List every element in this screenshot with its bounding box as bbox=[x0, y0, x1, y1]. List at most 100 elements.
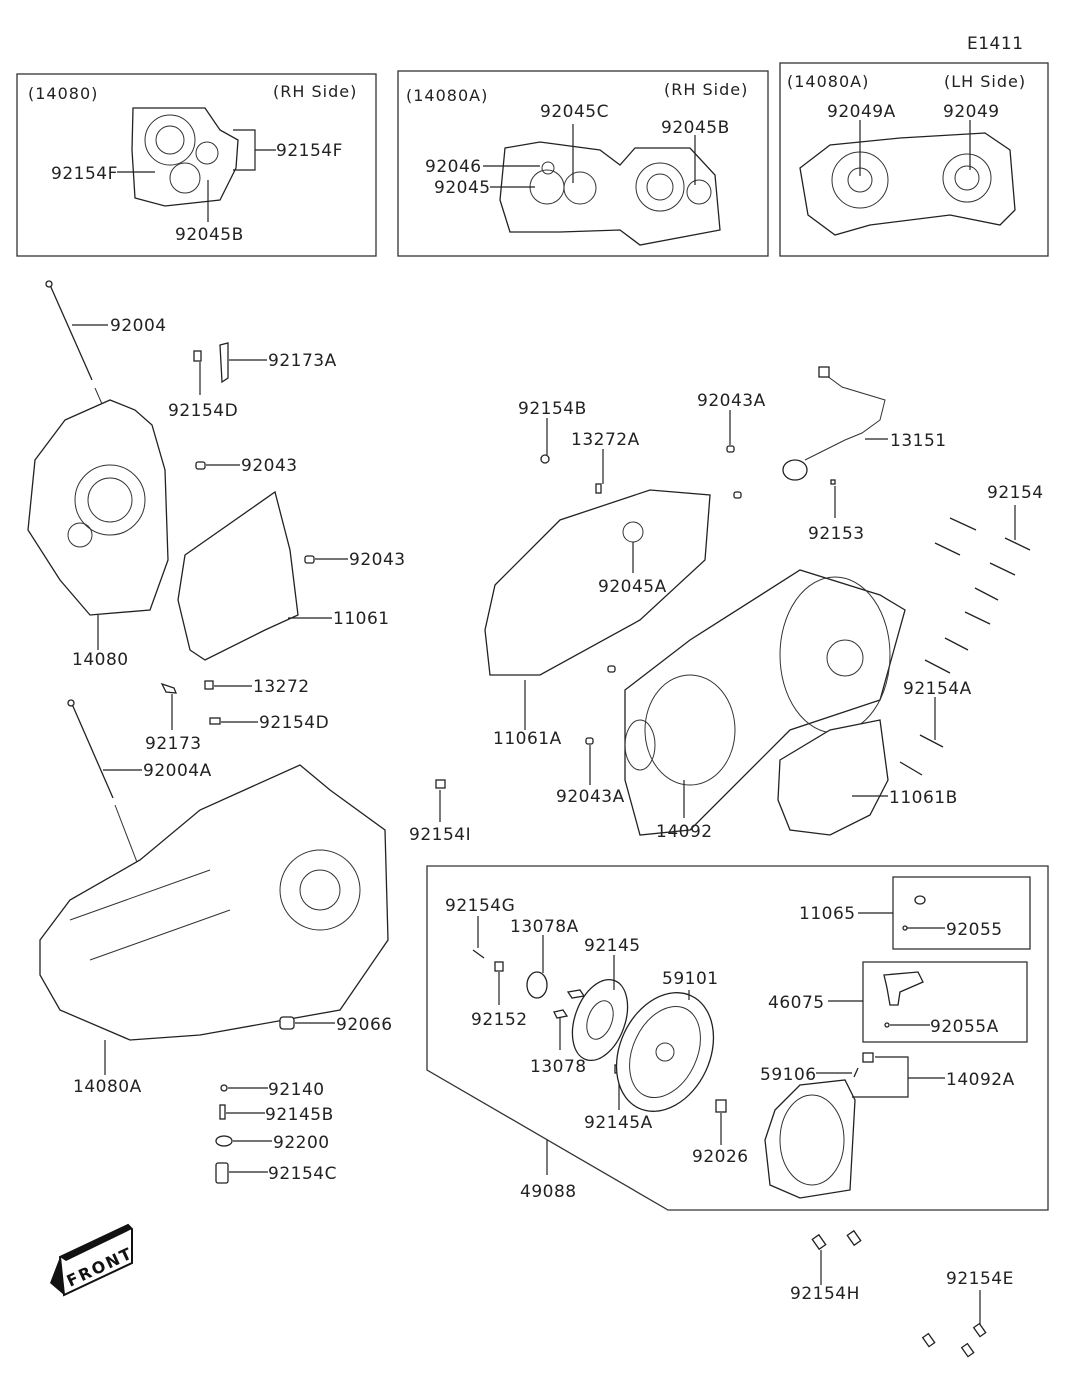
inset-frame bbox=[397, 70, 769, 257]
bolt-13272 bbox=[204, 680, 214, 690]
label-92055: 92055 bbox=[946, 920, 1003, 940]
label-92173: 92173 bbox=[145, 734, 202, 754]
label-11061: 11061 bbox=[333, 609, 390, 629]
label-92154F-right: 92154F bbox=[276, 141, 343, 161]
screw-92153 bbox=[830, 479, 836, 485]
inset-14080A-lh: (14080A) (LH Side) 92049A 92049 bbox=[779, 62, 1049, 257]
diagram-code: E1411 bbox=[967, 34, 1024, 54]
clip-92154B bbox=[540, 454, 550, 464]
washer-92200 bbox=[215, 1135, 233, 1147]
nut-92026 bbox=[715, 1099, 727, 1113]
label-13272: 13272 bbox=[253, 677, 310, 697]
pin-92154G bbox=[472, 949, 485, 959]
label-92154F-left: 92154F bbox=[51, 164, 118, 184]
label-92145: 92145 bbox=[584, 936, 641, 956]
pawl-13078 bbox=[553, 1009, 569, 1019]
handle-46075 bbox=[883, 971, 924, 1006]
label-92145A: 92145A bbox=[584, 1113, 653, 1133]
pin-92043A-bottom bbox=[585, 737, 594, 745]
label-92043A-bottom: 92043A bbox=[556, 787, 625, 807]
label-92152: 92152 bbox=[471, 1010, 528, 1030]
inset-frame bbox=[16, 73, 377, 257]
sensor-cable-13151 bbox=[804, 372, 886, 461]
label-92045B: 92045B bbox=[175, 225, 244, 245]
label-92154B: 92154B bbox=[518, 399, 587, 419]
inset-14080A-rh: (14080A) (RH Side) 92045C 92045B 92046 9… bbox=[397, 70, 769, 257]
inset-frame bbox=[779, 62, 1049, 257]
label-92049: 92049 bbox=[943, 102, 1000, 122]
label-92154E: 92154E bbox=[946, 1269, 1014, 1289]
crankcase-a-lh-illustration bbox=[799, 132, 1016, 236]
front-arrow: FRONT bbox=[50, 1223, 136, 1297]
label-92154D-bottom: 92154D bbox=[259, 713, 329, 733]
label-92043-lower: 92043 bbox=[349, 550, 406, 570]
label-14092: 14092 bbox=[656, 822, 713, 842]
group-cvt-cover: 92154B 13272A 92043A 13151 92153 92 bbox=[409, 366, 1044, 845]
label-92154I: 92154I bbox=[409, 825, 471, 845]
subbox-46075 bbox=[862, 961, 1028, 1043]
label-92045A: 92045A bbox=[598, 577, 667, 597]
kit-frame bbox=[426, 865, 1049, 1211]
label-92045B: 92045B bbox=[661, 118, 730, 138]
inset-side: (RH Side) bbox=[664, 80, 748, 99]
label-13078: 13078 bbox=[530, 1057, 587, 1077]
label-92154G: 92154G bbox=[445, 896, 515, 916]
label-92173A: 92173A bbox=[268, 351, 337, 371]
bolt-92154E bbox=[972, 1322, 987, 1338]
plug-92066 bbox=[279, 1016, 295, 1030]
dipstick-92004A bbox=[71, 703, 114, 799]
label-92154H: 92154H bbox=[790, 1284, 860, 1304]
dipstick-92004 bbox=[49, 284, 93, 381]
label-13272A: 13272A bbox=[571, 430, 640, 450]
label-92043A-top: 92043A bbox=[697, 391, 766, 411]
label-13078A: 13078A bbox=[510, 917, 579, 937]
pin-92043-b bbox=[304, 555, 315, 564]
screw-92154D bbox=[193, 350, 202, 362]
inset-title: (14080) bbox=[28, 84, 98, 103]
label-59106: 59106 bbox=[760, 1065, 817, 1085]
guide-14092A-part bbox=[862, 1052, 874, 1063]
screw-92154D-b bbox=[209, 717, 221, 725]
spring-92145B bbox=[219, 1104, 226, 1120]
inset-side: (RH Side) bbox=[273, 82, 357, 101]
bolts-92154 bbox=[899, 517, 1031, 776]
label-92049A: 92049A bbox=[827, 102, 896, 122]
label-92055A: 92055A bbox=[930, 1017, 999, 1037]
gasket-11061 bbox=[177, 490, 299, 661]
label-11061B: 11061B bbox=[889, 788, 958, 808]
gasket-11061B bbox=[777, 719, 889, 836]
pin-92043A-top bbox=[726, 445, 735, 453]
label-92153: 92153 bbox=[808, 524, 865, 544]
inset-title: (14080A) bbox=[406, 86, 488, 105]
label-92145B: 92145B bbox=[265, 1105, 334, 1125]
label-92045C: 92045C bbox=[540, 102, 609, 122]
label-46075: 46075 bbox=[768, 993, 825, 1013]
crankcase-14080 bbox=[27, 399, 169, 616]
group-crankcase-14080: 92004 14080 92154D 92173A 92043 92043 11… bbox=[27, 280, 406, 754]
label-92004A: 92004A bbox=[143, 761, 212, 781]
gasket-11061A bbox=[484, 489, 711, 676]
bolt-92152 bbox=[494, 961, 504, 972]
label-92046: 92046 bbox=[425, 157, 482, 177]
label-49088: 49088 bbox=[520, 1182, 577, 1202]
recoil-case-14092A bbox=[764, 1079, 856, 1199]
label-92140: 92140 bbox=[268, 1080, 325, 1100]
label-14092A: 14092A bbox=[946, 1070, 1015, 1090]
group-recoil-starter-49088: 92154G 92152 13078A 13078 92145 92145A 5… bbox=[426, 865, 1049, 1211]
inset-side: (LH Side) bbox=[944, 72, 1026, 91]
label-92043-upper: 92043 bbox=[241, 456, 298, 476]
bolt-92154H bbox=[811, 1233, 827, 1251]
label-11065: 11065 bbox=[799, 904, 856, 924]
label-13151: 13151 bbox=[890, 431, 947, 451]
bolt-13272A bbox=[595, 483, 602, 494]
ratchet-13078A bbox=[526, 971, 548, 999]
label-92154D-top: 92154D bbox=[168, 401, 238, 421]
pin-59106 bbox=[853, 1067, 859, 1078]
label-14080: 14080 bbox=[72, 650, 129, 670]
label-92154: 92154 bbox=[987, 483, 1044, 503]
crankcase-14080A bbox=[39, 764, 389, 1041]
label-92045: 92045 bbox=[434, 178, 491, 198]
label-14080A: 14080A bbox=[73, 1077, 142, 1097]
group-crankcase-14080A: 92004A 14080A 92066 92140 92145B 92200 9… bbox=[39, 699, 392, 1184]
